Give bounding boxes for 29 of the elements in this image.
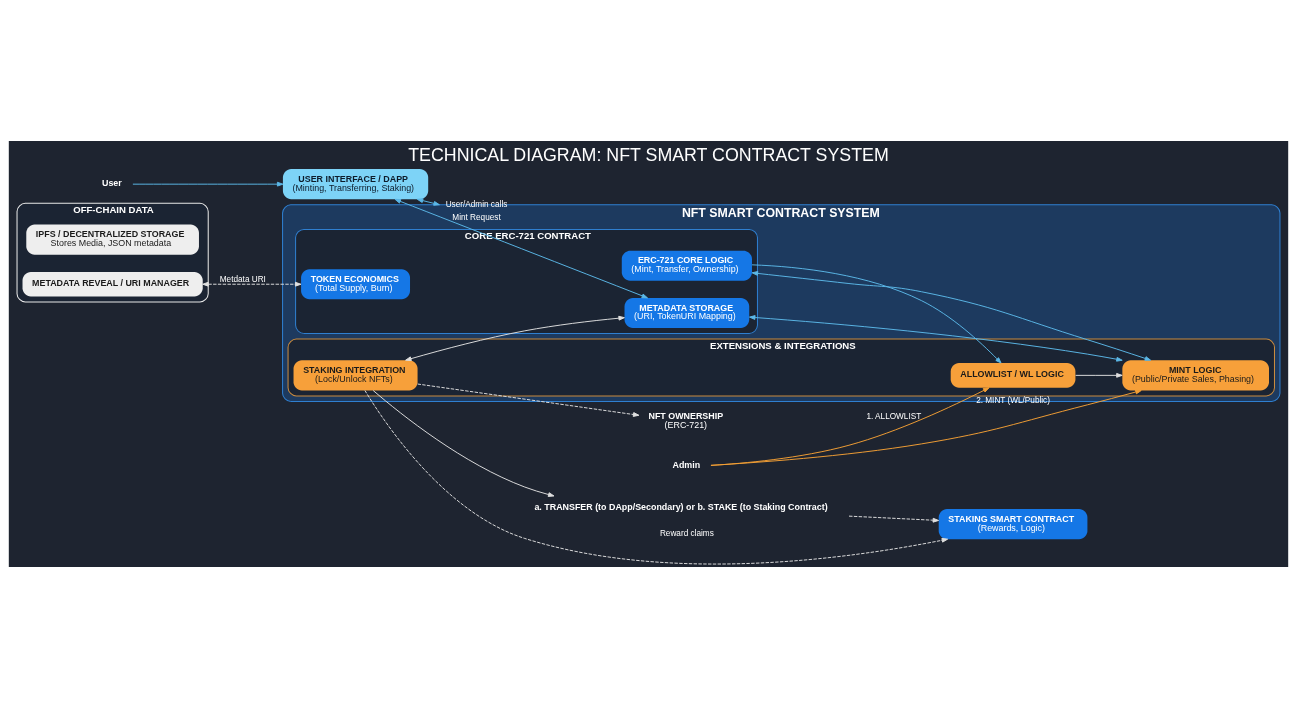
arrow bbox=[710, 389, 1142, 466]
arrow bbox=[848, 515, 940, 523]
arrow bbox=[751, 270, 1152, 361]
node-box: ERC-721 CORE LOGIC (Mint, Transfer, Ownership) bbox=[621, 250, 752, 281]
arrow bbox=[417, 383, 640, 417]
node-box: USER INTERFACE / DAPP (Minting, Transferring, Staking) bbox=[282, 168, 429, 199]
arrow bbox=[1075, 372, 1123, 378]
arrow bbox=[372, 389, 555, 497]
node-box: STAKING INTEGRATION (Lock/Unlock NFTs) bbox=[293, 359, 418, 390]
node-box: ALLOWLIST / WL LOGIC bbox=[950, 362, 1076, 388]
arrow bbox=[416, 197, 440, 206]
node-box: STAKING SMART CONTRACT (Rewards, Logic) bbox=[938, 508, 1088, 539]
arrow bbox=[132, 181, 284, 187]
arrow bbox=[394, 198, 648, 298]
node-box: METADATA REVEAL / URI MANAGER bbox=[22, 271, 203, 297]
arrow bbox=[364, 389, 949, 565]
node-text: a. TRANSFER (to DApp/Secondary) or b. STAKE (to Staking Contract) bbox=[534, 501, 828, 512]
node-box: METADATA STORAGE (URI, TokenURI Mapping) bbox=[624, 297, 750, 328]
node-box: TOKEN ECONOMICS (Total Supply, Burn) bbox=[301, 268, 411, 299]
node-box: MINT LOGIC (Public/Private Sales, Phasing) bbox=[1122, 359, 1269, 390]
arrow bbox=[749, 314, 1123, 362]
node-text: User bbox=[102, 177, 122, 188]
diagram-title: TECHNICAL DIAGRAM: NFT SMART CONTRACT SYSTEM bbox=[408, 144, 889, 165]
arrow bbox=[202, 281, 302, 287]
node-text: Admin bbox=[672, 459, 701, 470]
node-box: IPFS / DECENTRALIZED STORAGE Stores Media, JSON metadata bbox=[26, 224, 199, 255]
node-text: NFT OWNERSHIP (ERC-721) bbox=[648, 410, 724, 430]
arrow bbox=[751, 263, 1002, 363]
arrow bbox=[405, 315, 625, 361]
